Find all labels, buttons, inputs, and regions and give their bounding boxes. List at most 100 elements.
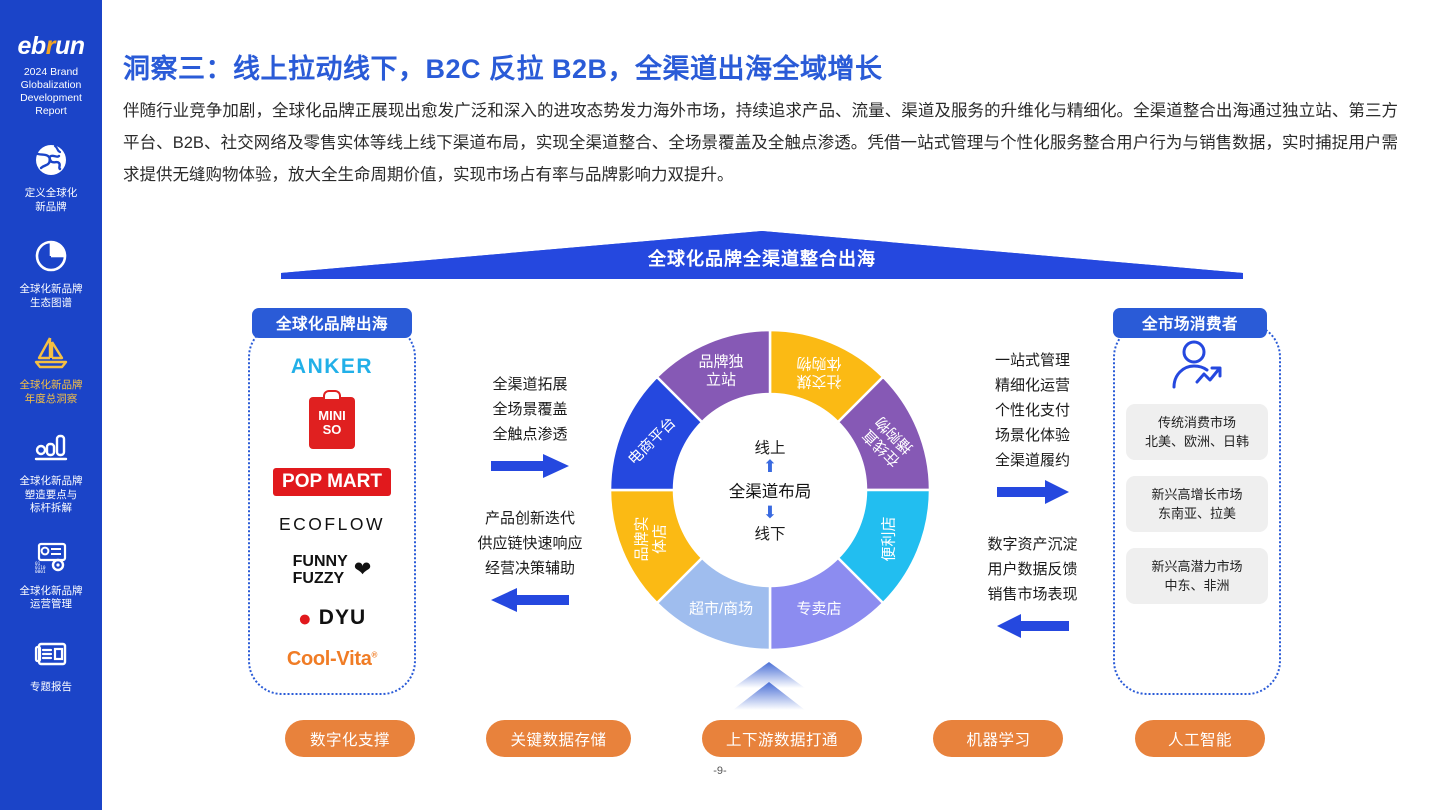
note-left-bottom: 产品创新迭代 供应链快速响应 经营决策辅助 [440, 506, 620, 613]
sidebar-item-label: 全球化新品牌 生态图谱 [19, 283, 83, 309]
slice-label-specialty: 专卖店 [796, 600, 841, 617]
note-line: 一站式管理 [994, 352, 1070, 369]
page-title: 洞察三：线上拉动线下，B2C 反拉 B2B，全渠道出海全域增长 [123, 54, 883, 84]
miniso-line1: MINI [318, 408, 346, 424]
market-card: 新兴高增长市场 东南亚、拉美 [1126, 476, 1268, 532]
brand-miniso: MINI SO [309, 390, 355, 450]
pie-chart-icon [31, 234, 71, 278]
note-line: 数字资产沉淀 [987, 536, 1078, 553]
gears-data-icon: 01 0110 0001 [31, 536, 71, 580]
arrow-right-icon [950, 479, 1115, 505]
omnichannel-donut-chart: 社交媒 体购物 在线直 播购物 便利店 专卖店 超市/商场 [602, 322, 938, 658]
note-line: 场景化体验 [994, 427, 1070, 444]
note-line: 经营决策辅助 [484, 560, 575, 577]
brand-panel [248, 323, 416, 695]
sidebar-item-annual-insight[interactable]: 全球化新品牌 年度总洞察 [1, 330, 101, 406]
brand-logo-list: ANKER MINI SO POP MART ECOFLOW FUNNY FUZ… [248, 340, 416, 690]
slice-label-brandstore2: 体店 [652, 524, 669, 554]
pill-key-data-storage[interactable]: 关键数据存储 [486, 720, 631, 757]
brand-funnyfuzzy: FUNNY FUZZY ❤ [293, 553, 372, 587]
sidebar-item-label: 专题报告 [30, 680, 72, 693]
banner-chevron: 全球化品牌全渠道整合出海 [281, 231, 1243, 279]
dyu-mark-icon: ● [297, 604, 312, 631]
brand-ecoflow: ECOFLOW [279, 514, 385, 535]
note-line: 供应链快速响应 [477, 535, 583, 552]
note-line: 个性化支付 [994, 402, 1070, 419]
note-right-top: 一站式管理 精细化运营 个性化支付 场景化体验 全渠道履约 [950, 348, 1115, 505]
funnyfuzzy-line1: FUNNY [292, 553, 348, 571]
page-number: -9- [713, 765, 727, 777]
pill-supply-chain-data[interactable]: 上下游数据打通 [701, 720, 862, 757]
sidebar-item-operations[interactable]: 01 0110 0001 全球化新品牌 运营管理 [1, 536, 101, 612]
coolvita-text: Cool-Vita [286, 647, 372, 670]
sidebar-item-label: 全球化新品牌 年度总洞察 [19, 379, 83, 405]
note-line: 全渠道履约 [994, 452, 1070, 469]
sidebar-item-label: 全球化新品牌 塑造要点与 标杆拆解 [19, 475, 83, 514]
consumer-panel-tag: 全市场消费者 [1113, 308, 1267, 338]
logo-part2: un [54, 32, 85, 60]
miniso-line2: SO [322, 422, 342, 438]
logo-accent: r [45, 32, 56, 60]
miniso-logo: MINI SO [309, 390, 355, 450]
slice-dtc [655, 328, 772, 424]
popmart-logo: POP MART [273, 467, 391, 496]
note-line: 精细化运营 [994, 377, 1070, 394]
pill-digital-support[interactable]: 数字化支撑 [285, 720, 415, 757]
slice-label-brandstore: 品牌实 [634, 516, 651, 561]
note-left-top: 全渠道拓展 全场景覆盖 全触点渗透 [440, 372, 620, 479]
svg-text:01: 01 [35, 561, 41, 567]
slice-label-dtc: 品牌独 [699, 354, 744, 371]
bar-chart-icon [31, 426, 71, 470]
sidebar-item-brand-building[interactable]: 全球化新品牌 塑造要点与 标杆拆解 [1, 426, 101, 516]
report-subtitle: 2024 Brand Globalization Development Rep… [20, 66, 82, 117]
funnyfuzzy-line2: FUZZY [292, 570, 345, 588]
note-right-bottom: 数字资产沉淀 用户数据反馈 销售市场表现 [950, 532, 1115, 639]
arrow-left-icon [440, 587, 620, 613]
user-growth-icon [1164, 339, 1230, 396]
note-line: 销售市场表现 [987, 586, 1078, 603]
logo-part1: eb [17, 32, 47, 60]
ebrun-logo: ebrun [18, 34, 85, 59]
page-body-text: 伴随行业竞争加剧，全球化品牌正展现出愈发广泛和深入的进攻态势发力海外市场，持续追… [123, 102, 1398, 184]
globe-icon [31, 138, 71, 182]
upstream-arrow-icon [733, 662, 805, 714]
dyu-logo: ● DYU [298, 606, 366, 630]
heart-icon: ❤ [353, 558, 372, 582]
pill-machine-learning[interactable]: 机器学习 [933, 720, 1064, 757]
sidebar-item-define-brand[interactable]: 定义全球化 新品牌 [1, 138, 101, 214]
slice-label-social2: 体购物 [796, 355, 841, 372]
ecoflow-logo: ECOFLOW [279, 513, 385, 534]
anker-logo: ANKER [290, 355, 374, 379]
note-line: 全渠道拓展 [492, 376, 568, 393]
arrow-left-icon [950, 613, 1115, 639]
funnyfuzzy-logo: FUNNY FUZZY ❤ [293, 553, 372, 587]
report-icon [31, 632, 71, 676]
dyu-text: DYU [318, 605, 367, 629]
svg-text:0110: 0110 [35, 565, 46, 571]
note-line: 全场景覆盖 [492, 401, 568, 418]
slice-label-convenience: 便利店 [880, 516, 897, 561]
pill-artificial-intelligence[interactable]: 人工智能 [1134, 720, 1265, 757]
sailboat-icon [31, 330, 71, 374]
slice-label-social: 社交媒 [796, 373, 841, 391]
brand-coolvita: Cool-Vita® [286, 647, 378, 671]
note-line: 用户数据反馈 [987, 561, 1078, 578]
note-line: 全触点渗透 [492, 426, 568, 443]
sidebar-item-special-report[interactable]: 专题报告 [1, 632, 101, 695]
banner-label: 全球化品牌全渠道整合出海 [648, 249, 876, 269]
sidebar-item-label: 定义全球化 新品牌 [24, 187, 78, 213]
coolvita-logo: Cool-Vita® [286, 647, 378, 671]
registered-icon: ® [371, 650, 378, 660]
market-card: 新兴高潜力市场 中东、非洲 [1126, 548, 1268, 604]
sidebar-item-ecosystem-map[interactable]: 全球化新品牌 生态图谱 [1, 234, 101, 310]
note-line: 产品创新迭代 [484, 510, 575, 527]
brand-popmart: POP MART [273, 467, 391, 496]
brand-panel-tag: 全球化品牌出海 [252, 308, 412, 338]
svg-text:0001: 0001 [35, 569, 46, 575]
slice-label-supermarket: 超市/商场 [689, 600, 753, 617]
consumer-market-list: 传统消费市场 北美、欧洲、日韩 新兴高增长市场 东南亚、拉美 新兴高潜力市场 中… [1113, 335, 1281, 690]
sidebar: ebrun 2024 Brand Globalization Developme… [0, 0, 102, 810]
capability-pill-row: 数字化支撑 关键数据存储 上下游数据打通 机器学习 人工智能 [285, 720, 1265, 757]
brand-anker: ANKER [291, 355, 373, 379]
